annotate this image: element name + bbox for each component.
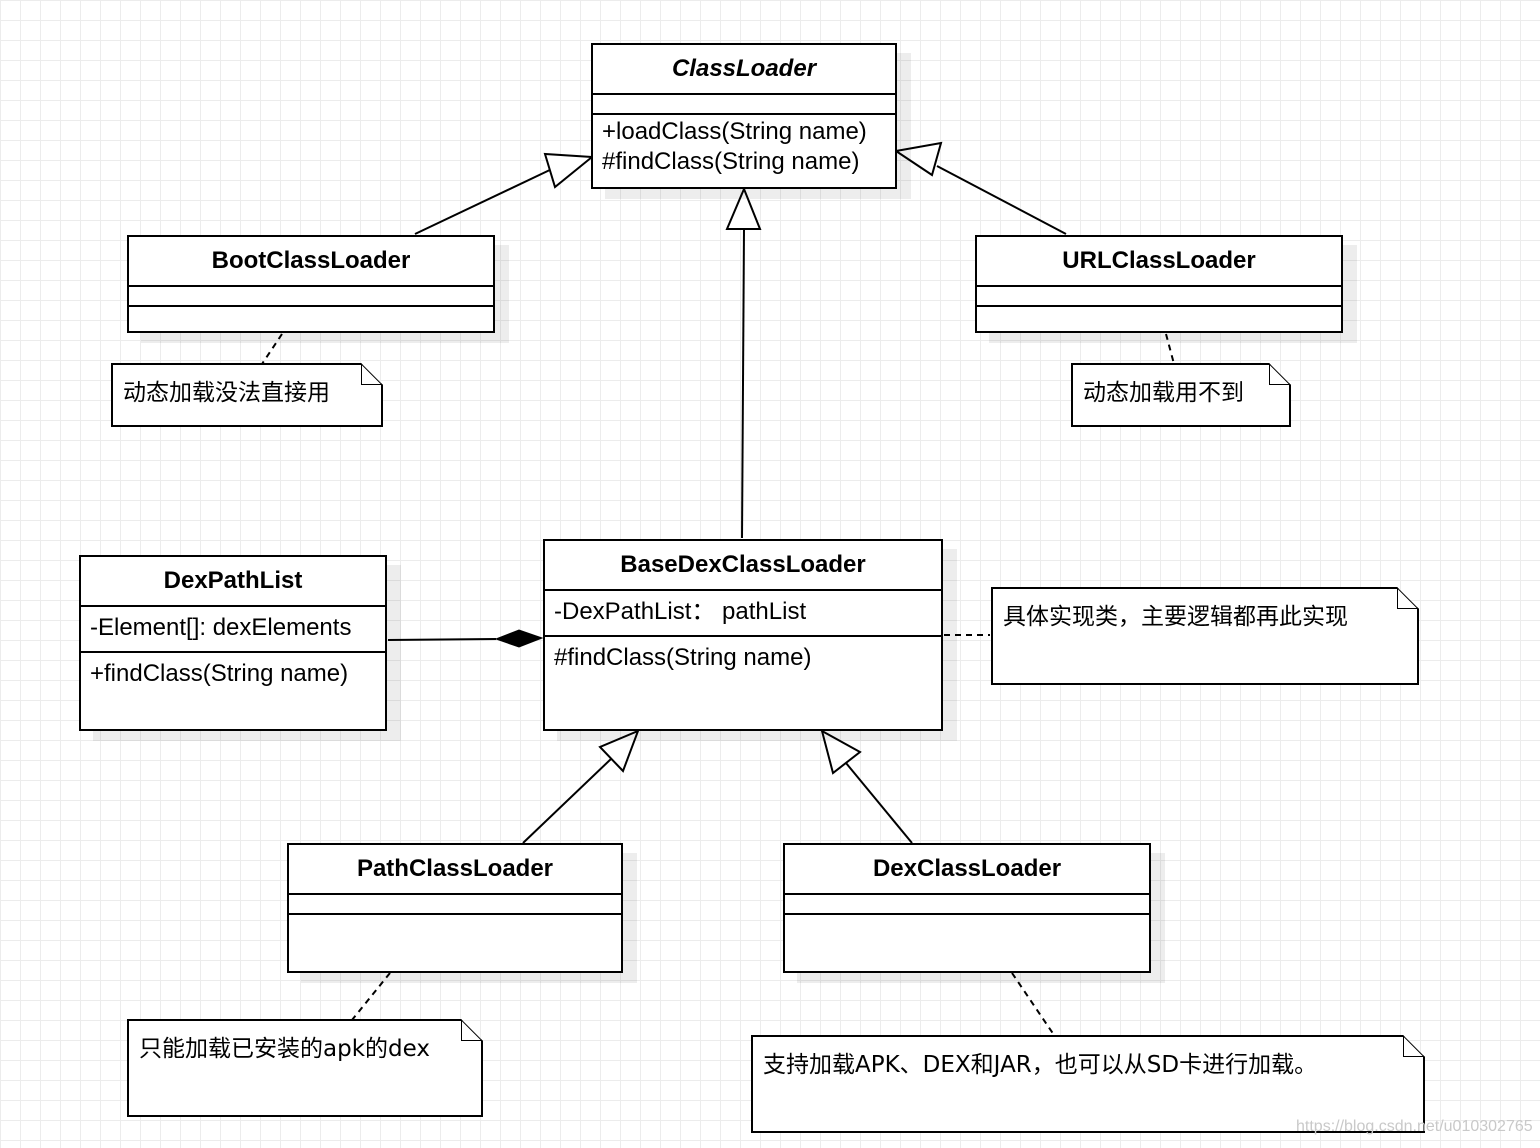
class-attributes [593,95,895,115]
method-find-class: #findClass(String name) [602,148,860,175]
class-attributes: -Element[]: dexElements [81,607,385,653]
note-basedex[interactable]: 具体实现类，主要逻辑都再此实现 [991,587,1419,685]
class-name: DexPathList [81,557,385,607]
note-url[interactable]: 动态加载用不到 [1071,363,1291,427]
class-name: URLClassLoader [977,237,1341,287]
note-text: 支持加载APK、DEX和JAR，也可以从SD卡进行加载。 [763,1052,1318,1078]
note-fold-icon [461,1019,483,1041]
note-text: 只能加载已安装的apk的dex [139,1036,430,1062]
attribute-path-list: -DexPathList： pathList [554,598,807,625]
class-methods: +findClass(String name) [81,653,385,689]
class-name: BaseDexClassLoader [545,541,941,591]
note-link-url [1165,333,1175,365]
class-methods: #findClass(String name) [545,637,941,673]
class-name: DexClassLoader [785,845,1149,895]
note-text: 具体实现类，主要逻辑都再此实现 [1003,604,1348,630]
note-fold-icon [361,363,383,385]
class-name: PathClassLoader [289,845,621,895]
class-basedex-classloader[interactable]: BaseDexClassLoader -DexPathList： pathLis… [543,539,943,731]
class-attributes [785,895,1149,915]
note-boot[interactable]: 动态加载没法直接用 [111,363,383,427]
composition-line [387,638,497,641]
inherit-arrow-dex [820,728,862,775]
class-name: BootClassLoader [129,237,493,287]
watermark: https://blog.csdn.net/u010302765 [1296,1118,1533,1135]
note-link-path [351,972,391,1021]
class-dexpathlist[interactable]: DexPathList -Element[]: dexElements +fin… [79,555,387,731]
inherit-line-path [522,757,613,844]
class-attributes [129,287,493,307]
inherit-arrow-basedex [725,186,762,230]
note-link-boot [261,333,283,365]
class-attributes: -DexPathList： pathList [545,591,941,637]
note-text: 动态加载用不到 [1083,380,1244,406]
inherit-line-basedex [741,228,745,539]
inherit-line-dex [845,762,913,844]
attribute-dex-elements: -Element[]: dexElements [90,614,352,641]
composition-diamond [494,629,544,648]
inherit-arrow-url [893,141,943,177]
note-dex[interactable]: 支持加载APK、DEX和JAR，也可以从SD卡进行加载。 [751,1035,1425,1133]
class-name: ClassLoader [593,45,895,95]
class-attributes [977,287,1341,307]
note-link-dex [1011,972,1055,1036]
class-url-classloader[interactable]: URLClassLoader [975,235,1343,333]
class-path-classloader[interactable]: PathClassLoader [287,843,623,973]
inherit-arrow-path [598,729,640,773]
note-fold-icon [1403,1035,1425,1057]
method-find-class: #findClass(String name) [554,644,812,671]
class-methods: +loadClass(String name) #findClass(Strin… [593,115,895,177]
class-boot-classloader[interactable]: BootClassLoader [127,235,495,333]
inherit-line-url [936,165,1067,235]
method-find-class: +findClass(String name) [90,660,349,687]
inherit-line-boot [414,167,555,235]
note-text: 动态加载没法直接用 [123,380,330,406]
method-load-class: +loadClass(String name) [602,118,867,145]
note-path[interactable]: 只能加载已安装的apk的dex [127,1019,483,1117]
inherit-arrow-boot [543,152,595,189]
class-classloader[interactable]: ClassLoader +loadClass(String name) #fin… [591,43,897,189]
class-attributes [289,895,621,915]
class-dex-classloader[interactable]: DexClassLoader [783,843,1151,973]
